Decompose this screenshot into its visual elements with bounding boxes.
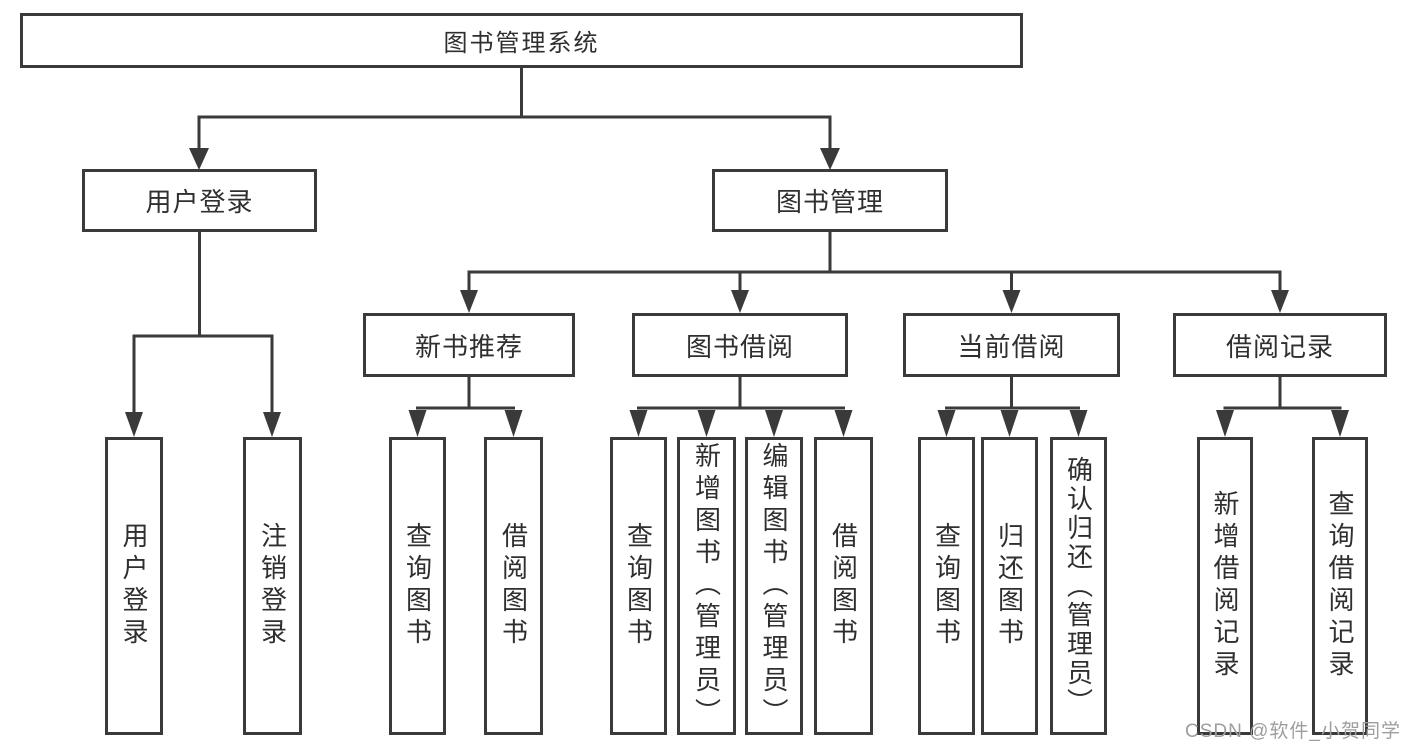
leaf-label: 确认归还（管理员） (1063, 455, 1094, 717)
leaf-confirm-return-admin: 确认归还（管理员） (1050, 437, 1107, 735)
leaf-label: 新增图书（管理员） (691, 442, 722, 730)
leaf-add-books-admin: 新增图书（管理员） (677, 437, 736, 735)
node-user-login: 用户登录 (82, 169, 317, 232)
node-borrowing-records: 借阅记录 (1173, 313, 1387, 377)
leaf-query-borrow-record: 查询借阅记录 (1312, 437, 1368, 735)
leaf-return-books: 归还图书 (981, 437, 1038, 735)
leaf-label: 查询图书 (931, 522, 962, 650)
leaf-edit-books-admin: 编辑图书（管理员） (745, 437, 803, 735)
node-label: 图书管理 (775, 187, 884, 217)
node-label: 借阅记录 (1225, 331, 1334, 362)
leaf-label: 用户登录 (119, 522, 149, 650)
node-book-borrowing: 图书借阅 (632, 313, 848, 377)
leaf-label: 归还图书 (994, 522, 1025, 650)
leaf-label: 查询图书 (402, 522, 433, 650)
leaf-label: 查询借阅记录 (1325, 490, 1355, 682)
leaf-query-books-recommend: 查询图书 (389, 437, 446, 735)
node-book-management: 图书管理 (712, 169, 948, 232)
leaf-label: 注销登录 (257, 522, 288, 650)
leaf-label: 编辑图书（管理员） (759, 442, 789, 730)
leaf-borrow-books: 借阅图书 (814, 437, 873, 735)
node-library-management-system: 图书管理系统 (20, 13, 1023, 68)
leaf-label: 查询图书 (623, 522, 654, 650)
node-label: 新书推荐 (414, 331, 523, 362)
leaf-logout: 注销登录 (243, 437, 302, 735)
node-label: 用户登录 (145, 187, 254, 217)
leaf-query-books-current: 查询图书 (918, 437, 975, 735)
node-label: 当前借阅 (957, 331, 1066, 362)
node-new-book-recommendation: 新书推荐 (363, 313, 575, 377)
leaf-user-login: 用户登录 (105, 437, 163, 735)
leaf-label: 借阅图书 (828, 522, 859, 650)
node-label: 图书借阅 (685, 331, 794, 362)
arrowheads (125, 148, 1349, 437)
leaf-borrow-books-recommend: 借阅图书 (484, 437, 543, 735)
leaf-add-borrow-record: 新增借阅记录 (1197, 437, 1253, 735)
leaf-label: 新增借阅记录 (1210, 490, 1240, 682)
leaf-label: 借阅图书 (498, 522, 529, 650)
node-current-borrowing: 当前借阅 (903, 313, 1120, 377)
csdn-watermark: CSDN @软件_小贺同学 (1185, 721, 1401, 742)
node-label: 图书管理系统 (443, 30, 600, 57)
leaf-query-books-borrow: 查询图书 (610, 437, 667, 735)
